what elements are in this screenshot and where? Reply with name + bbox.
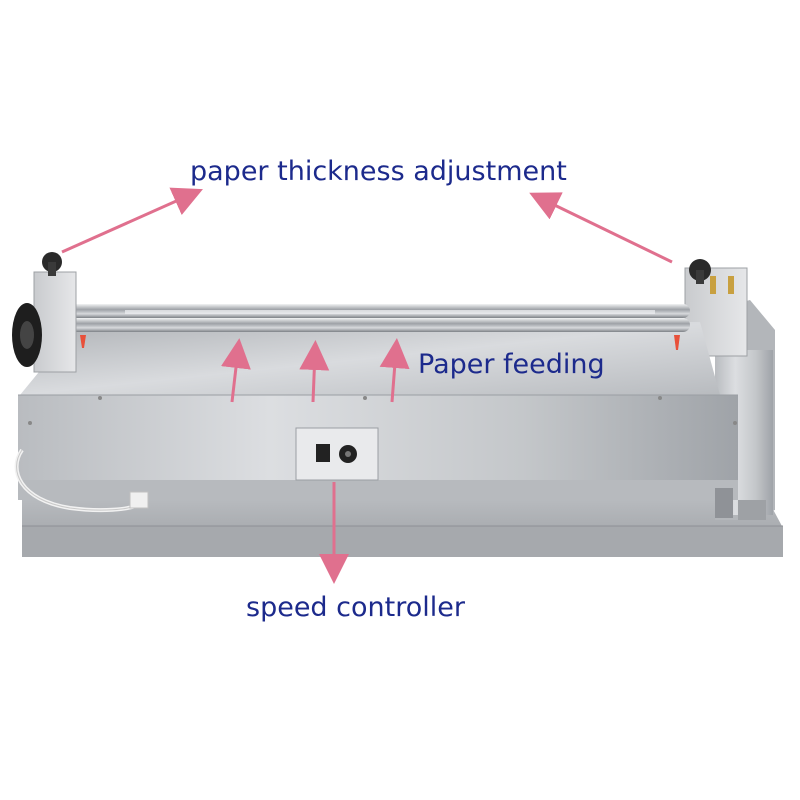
base-plate <box>22 500 783 557</box>
thickness-adjustment-label: paper thickness adjustment <box>190 156 567 187</box>
left-housing <box>12 252 77 373</box>
paper-feeding-label: Paper feeding <box>418 349 605 380</box>
speed-controller-label: speed controller <box>246 592 465 623</box>
annotation-arrows <box>61 187 673 584</box>
rollers <box>70 304 690 332</box>
speed-controller-dial <box>295 427 379 481</box>
top-tray <box>20 322 720 395</box>
